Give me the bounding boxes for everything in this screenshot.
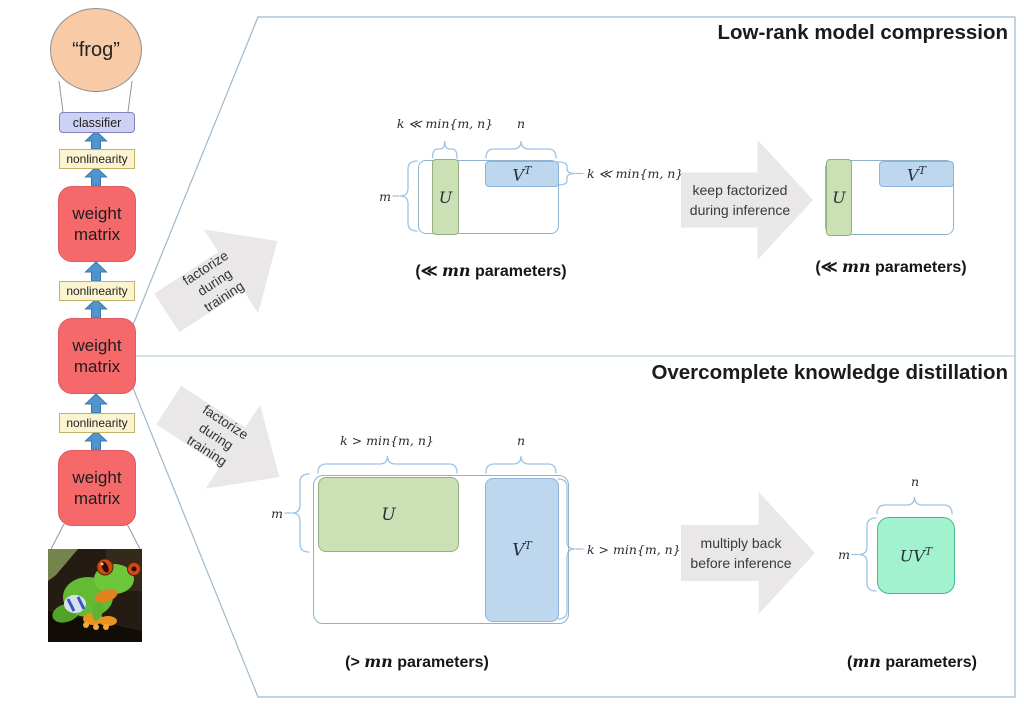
up-arrow-icon (84, 298, 108, 319)
nonlinearity-label: nonlinearity (66, 284, 128, 298)
brace-k-top (317, 455, 458, 474)
n-dimension-label: n (516, 116, 526, 131)
full-matrix-outline (313, 475, 569, 624)
brace-m-left (858, 517, 877, 592)
u-label: U (832, 188, 846, 207)
up-arrow-icon (84, 430, 108, 451)
k-dimension-label: k > min{m, n} (340, 433, 434, 448)
classifier-label: classifier (72, 115, 122, 130)
weight-matrix-label: weight matrix (72, 203, 122, 244)
weight-matrix-box: weight matrix (58, 450, 136, 526)
brace-n-top (876, 496, 953, 515)
k-dimension-label: k ≪ min{m, n} (587, 166, 684, 181)
parameter-caption: (≪ mn parameters) (415, 261, 567, 280)
u-matrix: U (432, 159, 459, 235)
nonlinearity-label: nonlinearity (66, 416, 128, 430)
up-arrow-icon (84, 166, 108, 187)
classifier-box: classifier (59, 112, 135, 133)
inference-arrow-bottom: multiply back before inference (681, 492, 815, 614)
up-arrow-icon (84, 393, 108, 414)
vt-matrix: VT (485, 478, 559, 622)
u-label: U (438, 187, 453, 207)
brace-m-left (291, 473, 310, 553)
vt-label: VT (512, 163, 532, 185)
parameter-caption: (mn parameters) (847, 652, 977, 671)
bottom-panel-title: Overcomplete knowledge distillation (651, 361, 1008, 384)
uvt-product-matrix: UVT (877, 517, 955, 594)
k-dimension-label: k > min{m, n} (587, 542, 681, 557)
full-matrix-outline (825, 160, 954, 235)
parameter-caption: (≪ mn parameters) (815, 257, 967, 276)
vt-label: VT (907, 163, 926, 185)
brace-k-right (557, 161, 576, 186)
dimension-braces (284, 140, 953, 620)
up-arrow-icon (84, 130, 108, 150)
brace-m-left (399, 160, 418, 232)
vt-label: VT (512, 539, 532, 561)
k-dimension-label: k ≪ min{m, n} (396, 116, 494, 131)
connector-lines (50, 80, 141, 550)
inference-arrow-top: keep factorized during inference (681, 140, 813, 260)
u-label: U (381, 504, 396, 525)
output-label: “frog” (72, 38, 120, 61)
brace-n-top (485, 455, 557, 474)
panel-outline (132, 16, 1016, 698)
nonlinearity-box: nonlinearity (59, 149, 135, 169)
brace-k-top (431, 140, 458, 159)
inference-arrow-text: multiply back before inference (690, 535, 792, 571)
n-dimension-label: n (910, 474, 920, 489)
brace-n-top (485, 140, 557, 159)
uvt-label: UVT (899, 545, 933, 566)
nonlinearity-box: nonlinearity (59, 413, 135, 433)
output-node: “frog” (50, 8, 142, 92)
vt-matrix: VT (485, 161, 559, 187)
m-dimension-label: m (838, 547, 850, 562)
m-dimension-label: m (379, 189, 391, 204)
parameter-caption: (> mn parameters) (345, 652, 489, 671)
weight-matrix-box-zoomed: weight matrix (58, 318, 136, 394)
nonlinearity-label: nonlinearity (66, 152, 128, 166)
nonlinearity-box: nonlinearity (59, 281, 135, 301)
frog-photo (48, 549, 142, 642)
vt-matrix: VT (879, 161, 954, 187)
u-matrix: U (826, 159, 852, 236)
weight-matrix-label: weight matrix (72, 467, 122, 508)
m-dimension-label: m (271, 506, 283, 521)
u-matrix: U (318, 477, 459, 552)
flow-arrows (84, 130, 108, 451)
n-dimension-label: n (516, 433, 526, 448)
full-matrix-outline (418, 160, 559, 234)
top-panel-title: Low-rank model compression (717, 21, 1008, 44)
up-arrow-icon (84, 261, 108, 282)
weight-matrix-box: weight matrix (58, 186, 136, 262)
weight-matrix-label: weight matrix (72, 335, 122, 376)
inference-arrow-text: keep factorized during inference (689, 182, 791, 218)
